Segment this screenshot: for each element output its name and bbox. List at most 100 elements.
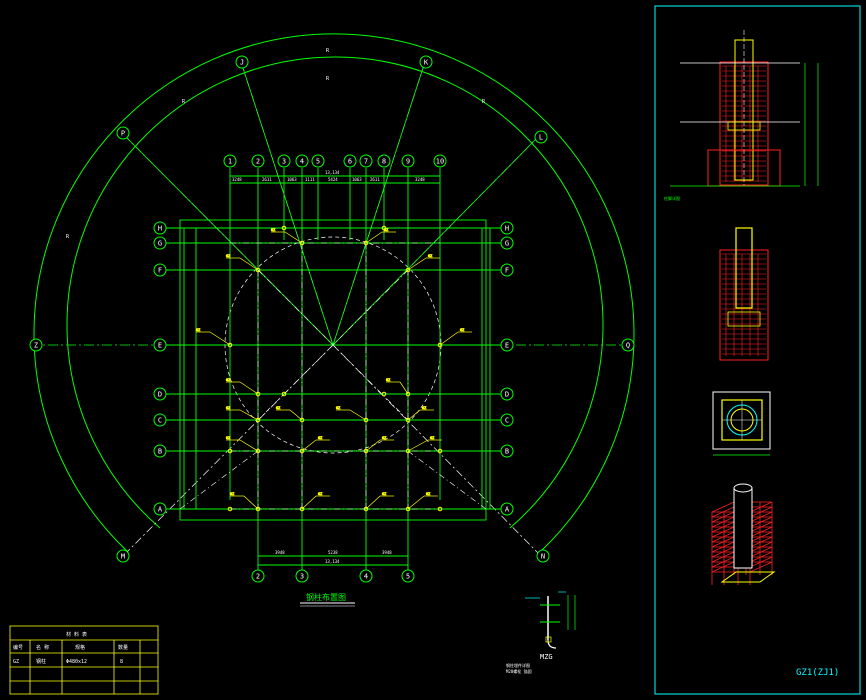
top-dim-3: 1063	[287, 177, 297, 182]
row-bubble-right-B: B	[500, 444, 514, 458]
column-marker	[405, 506, 411, 512]
row-bubble-right-D-label: D	[505, 391, 509, 399]
column-tag: GZ	[382, 492, 386, 496]
column-markers	[227, 225, 443, 512]
column-tag: GZ	[422, 406, 426, 410]
ring-bubble-N-label: N	[541, 553, 545, 561]
row-bubble-left-F-label: F	[158, 267, 162, 275]
top-dim-4: 1111	[305, 177, 315, 182]
top-dim-5: 5424	[328, 177, 338, 182]
column-marker	[255, 448, 261, 454]
row-bubble-left-E: E	[153, 338, 167, 352]
row-bubble-right-E-label: E	[505, 342, 509, 350]
column-marker	[405, 417, 411, 423]
col-bubble-top-8-label: 8	[382, 158, 386, 166]
column-tag: GZ	[318, 436, 322, 440]
row-bubble-right-C: C	[500, 413, 514, 427]
col-bubble-top-10: 10	[433, 154, 447, 168]
column-marker	[281, 391, 287, 397]
ring-bubble-L: L	[534, 130, 548, 144]
panel-label-top: 柱脚详图	[664, 195, 680, 201]
column-marker	[405, 448, 411, 454]
column-marker	[281, 225, 287, 231]
material-table	[9, 625, 159, 695]
column-marker	[299, 506, 305, 512]
column-tag: GZ	[226, 436, 230, 440]
column-tag: GZ	[430, 436, 434, 440]
col-bubble-top-2: 2	[251, 154, 265, 168]
row-bubble-right-A-label: A	[505, 506, 510, 514]
column-marker	[255, 417, 261, 423]
row-bubble-right-E: E	[500, 338, 514, 352]
col-bubble-top-10-label: 10	[436, 158, 444, 166]
col-bubble-top-9-label: 9	[406, 158, 410, 166]
col-bubble-top-7: 7	[359, 154, 373, 168]
row-bubble-left-A: A	[153, 502, 167, 516]
column-marker	[437, 448, 443, 454]
column-base-elevation-2	[719, 227, 769, 361]
col-bubble-top-6-label: 6	[348, 158, 352, 166]
column-tag: GZ	[460, 328, 464, 332]
ring-bubble-Q: Q	[621, 338, 635, 352]
col-bubble-top-2-label: 2	[256, 158, 260, 166]
row-bubble-right-G: G	[500, 236, 514, 250]
top-dim-8: 3248	[415, 177, 425, 182]
bottom-dim-3: 3948	[382, 550, 392, 555]
outer-arc	[33, 33, 635, 553]
top-dimensions: 3248 2611 1063 1111 5424 1063 2611 3248 …	[232, 170, 425, 182]
column-tag: GZ	[382, 436, 386, 440]
row-bubble-left-D-label: D	[158, 391, 162, 399]
col-bubble-top-3-label: 3	[282, 158, 286, 166]
svg-text:R: R	[326, 48, 330, 54]
plan-grid	[160, 168, 510, 580]
col-bubble-top-8: 8	[377, 154, 391, 168]
row-bubble-left-E-label: E	[158, 342, 162, 350]
column-tag: GZ	[426, 492, 430, 496]
col-bubble-bottom-3: 3	[295, 569, 309, 583]
rebar-cage-3d	[711, 483, 776, 585]
svg-text:GZ: GZ	[13, 659, 19, 665]
row-bubble-right-B-label: B	[505, 448, 509, 456]
ring-bubble-P-label: P	[121, 130, 125, 138]
column-base-elevation: 柱脚详图	[664, 30, 819, 201]
svg-text:R: R	[182, 99, 186, 105]
col-bubble-top-5-label: 5	[316, 158, 320, 166]
col-bubble-top-6: 6	[343, 154, 357, 168]
ring-bubble-Z-label: Z	[34, 342, 38, 350]
col-bubble-bottom-2-label: 2	[256, 573, 260, 581]
svg-text:规格: 规格	[75, 644, 85, 651]
column-marker	[255, 391, 261, 397]
column-tag: GZ	[226, 378, 230, 382]
row-bubble-left-G: G	[153, 236, 167, 250]
column-marker	[363, 417, 369, 423]
embed-detail: MZG 钢柱埋件详图 M20螺栓 锚固	[506, 591, 576, 674]
col-bubble-bottom-2: 2	[251, 569, 265, 583]
top-dim-7: 2611	[370, 177, 380, 182]
panel-code-label: GZ1(ZJ1)	[796, 668, 839, 678]
ring-bubble-K-label: K	[424, 59, 429, 67]
row-bubble-left-F: F	[153, 263, 167, 277]
col-bubble-top-1-label: 1	[228, 158, 232, 166]
column-tag: GZ	[318, 492, 322, 496]
col-bubble-top-5: 5	[311, 154, 325, 168]
row-bubble-left-H-label: H	[158, 225, 162, 233]
svg-text:R: R	[66, 234, 70, 240]
col-bubble-top-9: 9	[401, 154, 415, 168]
column-marker	[227, 506, 233, 512]
column-tag: GZ	[226, 254, 230, 258]
row-bubble-right-A: A	[500, 502, 514, 516]
row-bubble-right-F-label: F	[505, 267, 509, 275]
column-tag: GZ	[226, 406, 230, 410]
col-bubble-bottom-4-label: 4	[364, 573, 368, 581]
col-bubble-bottom-3-label: 3	[300, 573, 304, 581]
column-marker	[299, 417, 305, 423]
column-marker	[405, 267, 411, 273]
col-bubble-top-1: 1	[223, 154, 237, 168]
column-marker	[381, 225, 387, 231]
ring-bubble-J-label: J	[240, 59, 244, 67]
detail-caption-2: M20螺栓 锚固	[506, 668, 532, 674]
column-tag: GZ	[384, 228, 388, 232]
ring-bubble-N: N	[536, 549, 550, 563]
